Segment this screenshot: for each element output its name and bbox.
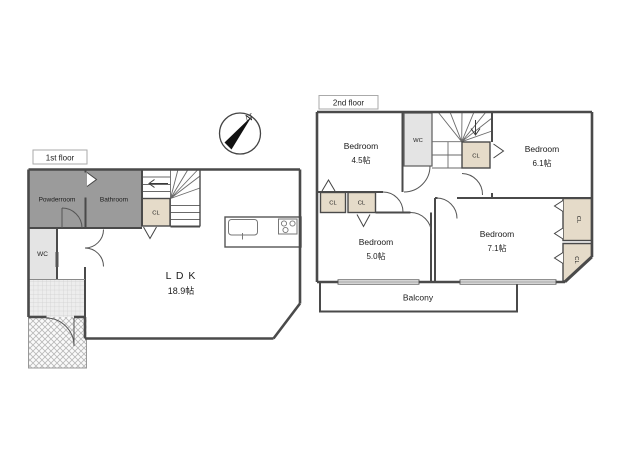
closet-label-2f-right2: CL	[573, 256, 579, 264]
staircase-1f	[142, 169, 201, 227]
bedroom1-size: 4.5帖	[351, 155, 370, 165]
balcony-label: Balcony	[403, 293, 434, 303]
door-arc	[403, 165, 431, 193]
balcony-area	[319, 282, 518, 313]
door-arc	[436, 197, 458, 219]
ldk-size: 18.9帖	[168, 285, 195, 296]
second-floor-tag: 2nd floor	[318, 95, 379, 110]
folding-door-bathroom	[86, 172, 98, 187]
doors-1f	[45, 172, 157, 347]
closet-area-2f-stairs	[461, 141, 491, 169]
door-arc	[410, 212, 432, 234]
bedroom3-label: Bedroom	[359, 237, 394, 247]
second-floor-tag-label: 2nd floor	[333, 99, 364, 108]
compass-needle	[224, 116, 252, 150]
closet-label-2f-right1: CL	[575, 216, 581, 224]
stair-direction-arrow-2f	[470, 120, 481, 136]
interior-walls-2f	[317, 112, 592, 282]
first-floor-tag-label: 1st floor	[46, 154, 75, 163]
closet-door-up	[321, 179, 336, 192]
door-arc	[461, 173, 484, 196]
stove	[278, 218, 298, 235]
closet-label-2f-left1: CL	[329, 201, 337, 207]
compass-rose: N	[218, 112, 262, 155]
powderroom-label: Powderroom	[39, 197, 76, 204]
door-arc	[45, 317, 75, 347]
kitchen-sink	[228, 219, 258, 236]
closet-door-left-1	[553, 200, 564, 212]
stair-direction-arrow-1f	[148, 179, 168, 188]
bedroom1-label: Bedroom	[344, 141, 379, 151]
closet-label-1f: CL	[152, 211, 160, 217]
bedroom4-size: 7.1帖	[487, 243, 506, 253]
first-floor-plan: Powderroom Bathroom WC CL L D K 18.9帖 1s…	[27, 149, 302, 369]
door-arc	[61, 207, 83, 229]
wc-label-2f: WC	[413, 138, 423, 144]
outer-walls-2f	[315, 110, 594, 284]
balcony-windows	[337, 279, 557, 285]
kitchen-counter	[224, 216, 302, 248]
closet-door-left-3	[553, 252, 564, 264]
bathroom-label: Bathroom	[100, 197, 128, 204]
sliding-door-wc	[55, 252, 59, 267]
bedroom4-label: Bedroom	[480, 229, 515, 239]
closet-label-2f-left2: CL	[358, 201, 366, 207]
wc-label-1f: WC	[37, 251, 48, 258]
staircase-2f	[432, 111, 493, 169]
bedroom2-label: Bedroom	[525, 144, 560, 154]
closet-door-right	[493, 143, 505, 159]
doors-2f	[321, 143, 564, 264]
door-arc	[382, 191, 404, 213]
bedroom2-size: 6.1帖	[532, 158, 551, 168]
wc-area-1f	[28, 228, 57, 280]
first-floor-tag: 1st floor	[32, 149, 88, 165]
outer-walls-1f	[27, 168, 302, 340]
ldk-label: L D K	[166, 270, 197, 282]
closet-door-down	[356, 214, 371, 228]
entrance-hall-area	[28, 280, 85, 317]
door-arc	[84, 247, 104, 267]
powderroom-area	[28, 169, 86, 228]
closet-door-left-2	[553, 227, 564, 240]
porch-area	[28, 317, 87, 369]
second-floor-plan: Bedroom 4.5帖 Bedroom 6.1帖 Bedroom 5.0帖 B…	[315, 95, 594, 313]
second-floor-footprint	[317, 112, 592, 282]
closet-door-1f	[143, 226, 157, 240]
bedroom3-size: 5.0帖	[366, 251, 385, 261]
closet-label-2f-stairs: CL	[472, 154, 480, 160]
